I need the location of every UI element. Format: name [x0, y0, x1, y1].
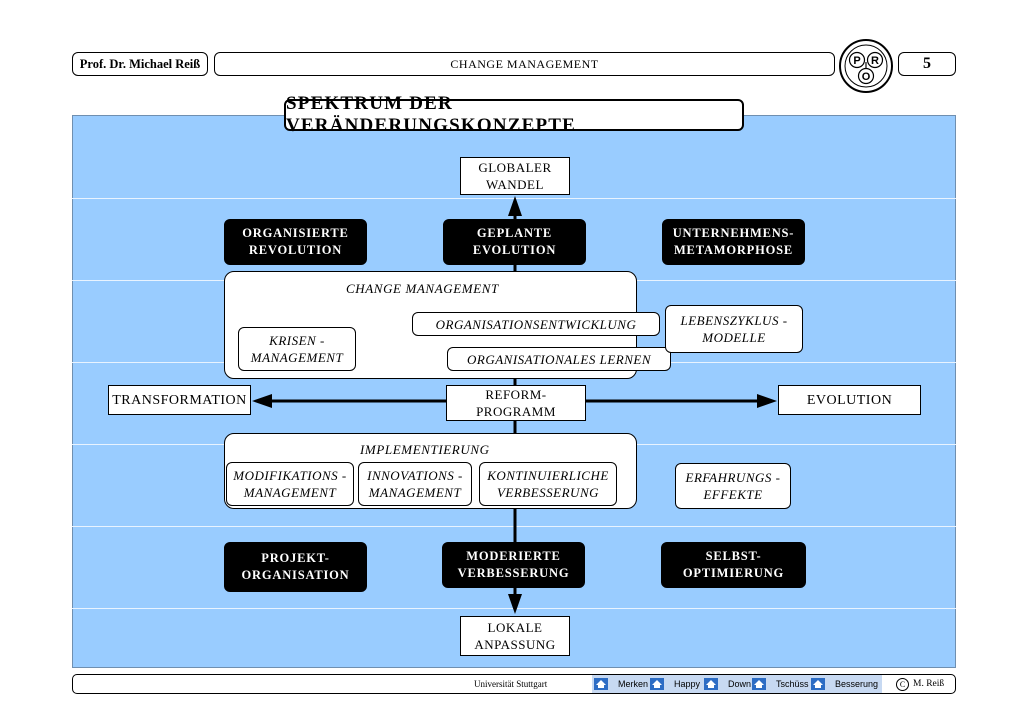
node-line: GLOBALER: [478, 160, 552, 175]
nav-label: Merken: [618, 679, 649, 689]
node-line: MANAGEMENT: [243, 485, 337, 500]
node-line: SELBST-: [705, 549, 762, 563]
node-globaler-wandel: GLOBALER WANDEL: [460, 157, 570, 195]
node-organisationales-lernen: ORGANISATIONALES LERNEN: [447, 347, 671, 371]
node-line: LOKALE: [487, 620, 543, 635]
nav-button-besserung[interactable]: Besserung: [811, 677, 878, 691]
node-erfahrungs-effekte: ERFAHRUNGS - EFFEKTE: [675, 463, 791, 509]
node-evolution: EVOLUTION: [778, 385, 921, 415]
node-reform-programm: REFORM- PROGRAMM: [446, 385, 586, 421]
node-line: ORGANISIERTE: [242, 226, 349, 240]
node-lebenszyklus-modelle: LEBENSZYKLUS - MODELLE: [665, 305, 803, 353]
node-line: MODERIERTE: [466, 549, 561, 563]
node-line: MANAGEMENT: [250, 350, 344, 365]
node-line: MODIFIKATIONS -: [233, 468, 347, 483]
node-organisierte-revolution: ORGANISIERTE REVOLUTION: [224, 219, 367, 265]
change-management-label: CHANGE MANAGEMENT: [346, 281, 499, 296]
node-line: ORGANISATIONALES LERNEN: [467, 351, 651, 367]
node-line: REVOLUTION: [248, 243, 343, 257]
nav-button-merken[interactable]: Merken: [594, 677, 648, 691]
logo-letter-r: R: [871, 55, 879, 67]
university-text: Universität Stuttgart: [474, 679, 548, 689]
node-line: VERBESSERUNG: [496, 485, 600, 500]
node-transformation: TRANSFORMATION: [108, 385, 251, 415]
node-line: ORGANISATION: [241, 568, 350, 582]
node-line: VERBESSERUNG: [457, 566, 570, 580]
node-geplante-evolution: GEPLANTE EVOLUTION: [443, 219, 586, 265]
logo-letter-o: O: [862, 71, 871, 83]
node-line: ANPASSUNG: [474, 637, 556, 652]
logo-letter-i: I: [865, 61, 867, 70]
node-krisen-management: KRISEN - MANAGEMENT: [238, 327, 356, 371]
node-line: KONTINUIERLICHE: [487, 468, 609, 483]
author-label: Prof. Dr. Michael Reiß: [72, 52, 208, 76]
node-line: PROGRAMM: [476, 404, 556, 419]
node-unternehmens-metamorphose: UNTERNEHMENS- METAMORPHOSE: [662, 219, 805, 265]
node-line: INNOVATIONS -: [367, 468, 463, 483]
logo-letter-p: P: [853, 55, 860, 67]
node-line: EVOLUTION: [806, 392, 893, 408]
node-lokale-anpassung: LOKALE ANPASSUNG: [460, 616, 570, 656]
node-innovations-management: INNOVATIONS - MANAGEMENT: [358, 462, 472, 506]
implementierung-label: IMPLEMENTIERUNG: [360, 442, 490, 457]
node-line: METAMORPHOSE: [673, 243, 794, 257]
node-line: TRANSFORMATION: [112, 392, 247, 408]
node-modifikations-management: MODIFIKATIONS - MANAGEMENT: [226, 462, 354, 506]
nav-label: Besserung: [835, 679, 879, 689]
node-line: EVOLUTION: [472, 243, 557, 257]
home-icon: [594, 678, 608, 690]
page-number: 5: [898, 52, 956, 76]
piro-logo-icon: P I R O: [838, 38, 894, 94]
node-line: REFORM-: [485, 387, 547, 402]
node-kontinuierliche-verbesserung: KONTINUIERLICHE VERBESSERUNG: [479, 462, 617, 506]
nav-label: Tschüss: [776, 679, 809, 689]
node-line: UNTERNEHMENS-: [672, 226, 795, 240]
node-line: ORGANISATIONSENTWICKLUNG: [435, 316, 637, 332]
nav-button-tschuess[interactable]: Tschüss: [752, 677, 809, 691]
home-icon: [650, 678, 664, 690]
node-line: OPTIMIERUNG: [682, 566, 785, 580]
copyright: C M. Reiß: [896, 677, 944, 691]
node-line: WANDEL: [486, 177, 544, 192]
node-selbst-optimierung: SELBST- OPTIMIERUNG: [661, 542, 806, 588]
copyright-text: M. Reiß: [913, 679, 945, 689]
node-line: LEBENSZYKLUS -: [680, 313, 788, 328]
node-line: EFFEKTE: [703, 487, 763, 502]
node-moderierte-verbesserung: MODERIERTE VERBESSERUNG: [442, 542, 585, 588]
home-icon: [752, 678, 766, 690]
node-line: KRISEN -: [269, 333, 325, 348]
header-title: CHANGE MANAGEMENT: [214, 52, 835, 76]
node-organisationsentwicklung: ORGANISATIONSENTWICKLUNG: [412, 312, 660, 336]
page-title: SPEKTRUM DER VERÄNDERUNGSKONZEPTE: [284, 93, 744, 136]
nav-button-happy[interactable]: Happy: [650, 677, 700, 691]
node-projekt-organisation: PROJEKT- ORGANISATION: [224, 542, 367, 592]
home-icon: [811, 678, 825, 690]
nav-label: Down: [728, 679, 752, 689]
node-line: MODELLE: [702, 330, 766, 345]
node-line: MANAGEMENT: [368, 485, 462, 500]
nav-button-down[interactable]: Down: [704, 677, 751, 691]
nav-label: Happy: [674, 679, 701, 689]
nav-bar: [592, 675, 882, 693]
node-line: PROJEKT-: [261, 551, 330, 565]
node-line: GEPLANTE: [476, 226, 553, 240]
copyright-icon: C: [896, 677, 909, 691]
node-line: ERFAHRUNGS -: [685, 470, 781, 485]
university-label: Universität Stuttgart: [474, 677, 547, 691]
home-icon: [704, 678, 718, 690]
